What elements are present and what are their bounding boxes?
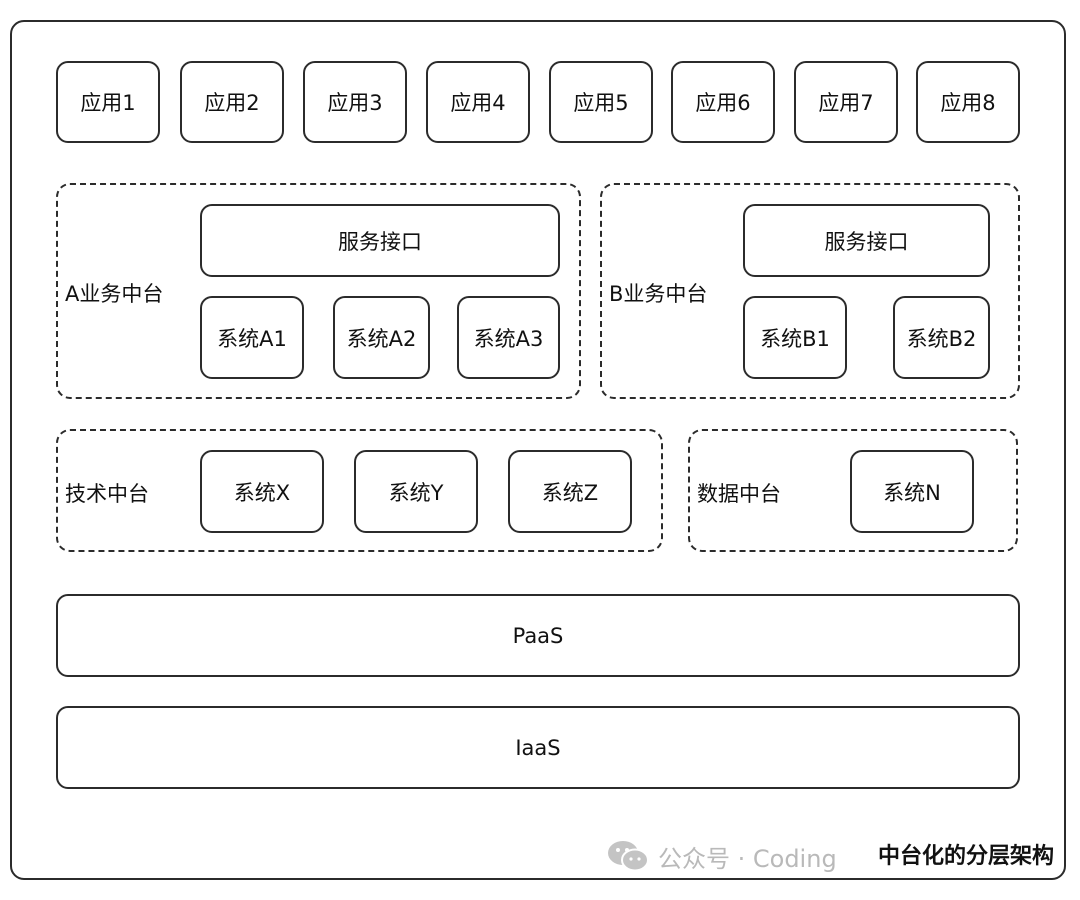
app-box-6: 应用6 [671,61,775,143]
app-box-8: 应用8 [916,61,1020,143]
app-box-4: 应用4 [426,61,530,143]
system-y-box: 系统Y [354,450,478,533]
system-a2-box: 系统A2 [333,296,430,379]
system-z-box: 系统Z [508,450,632,533]
app-box-5: 应用5 [549,61,653,143]
diagram-caption: 中台化的分层架构 [877,844,1054,869]
wechat-icon [608,841,649,872]
app-box-3: 应用3 [303,61,407,143]
app-box-7: 应用7 [794,61,898,143]
system-b2-box: 系统B2 [893,296,990,379]
biz-platform-b-label: B业务中台 [609,282,708,306]
data-platform-label: 数据中台 [697,482,781,506]
watermark: 公众号 · Coding [606,836,837,876]
system-a1-box: 系统A1 [200,296,304,379]
biz-platform-a-label: A业务中台 [65,282,164,306]
biz-b-service-interface: 服务接口 [743,204,990,277]
tech-platform-group [56,429,663,552]
system-x-box: 系统X [200,450,324,533]
tech-platform-label: 技术中台 [65,482,149,506]
biz-platform-b-group [600,183,1020,399]
system-n-box: 系统N [850,450,974,533]
app-box-1: 应用1 [56,61,160,143]
paas-layer: PaaS [56,594,1020,677]
biz-a-service-interface: 服务接口 [200,204,560,277]
iaas-layer: IaaS [56,706,1020,789]
system-a3-box: 系统A3 [457,296,560,379]
diagram-frame [10,20,1066,880]
watermark-text: 公众号 · Coding [658,844,837,873]
system-b1-box: 系统B1 [743,296,847,379]
data-platform-group [688,429,1018,552]
biz-platform-a-group [56,183,581,399]
app-box-2: 应用2 [180,61,284,143]
